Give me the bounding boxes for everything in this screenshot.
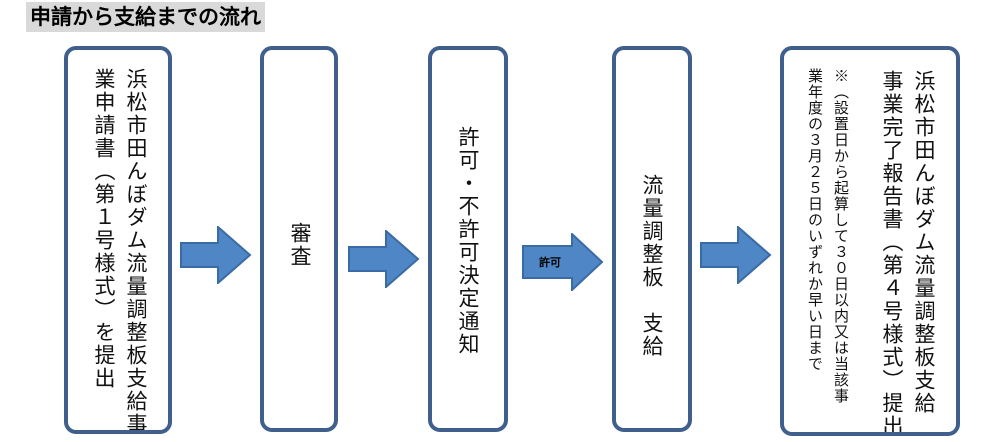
step-box-decision-notice: 許可・不許可決定通知 <box>428 46 508 432</box>
flow-arrow-4 <box>700 226 772 284</box>
step-completion-report-line-2: 事業完了報告書（第４号様式）提出 <box>880 70 904 436</box>
flow-arrow-2 <box>348 230 420 288</box>
step-box-completion-report: 浜松市田んぼダム流量調整板支給 事業完了報告書（第４号様式）提出 ※（設置日から… <box>780 46 960 436</box>
step-box-board-supply: 流量調整板 支給 <box>612 46 692 432</box>
flow-arrow-3-shape <box>522 233 604 291</box>
flow-arrow-1-shape <box>180 226 252 284</box>
step-box-application: 浜松市田んぼダム流量調整板支給事 業申請書（第１号様式）を提出 <box>64 46 172 434</box>
flow-arrow-4-shape <box>700 226 772 284</box>
step-completion-note-line-1: ※（設置日から起算して３０日以内又は当該事 <box>832 68 850 404</box>
flow-arrow-3-label: 許可 <box>539 256 561 269</box>
flow-arrow-3: 許可 <box>522 233 604 291</box>
flow-arrow-2-shape <box>348 230 420 288</box>
step-completion-note-line-2: 業年度の３月２５日のいずれか早い日まで <box>806 68 824 372</box>
step-board-supply-label: 流量調整板 支給 <box>640 174 664 358</box>
step-decision-notice-label: 許可・不許可決定通知 <box>456 126 480 356</box>
flow-arrow-1 <box>180 226 252 284</box>
step-box-review: 審査 <box>260 46 338 432</box>
step-review-label: 審査 <box>288 222 312 268</box>
step-application-line-1: 浜松市田んぼダム流量調整板支給事 <box>124 68 148 434</box>
page-title: 申請から支給までの流れ <box>26 2 265 32</box>
step-application-line-2: 業申請書（第１号様式）を提出 <box>92 68 116 390</box>
step-completion-report-line-1: 浜松市田んぼダム流量調整板支給 <box>912 70 936 415</box>
